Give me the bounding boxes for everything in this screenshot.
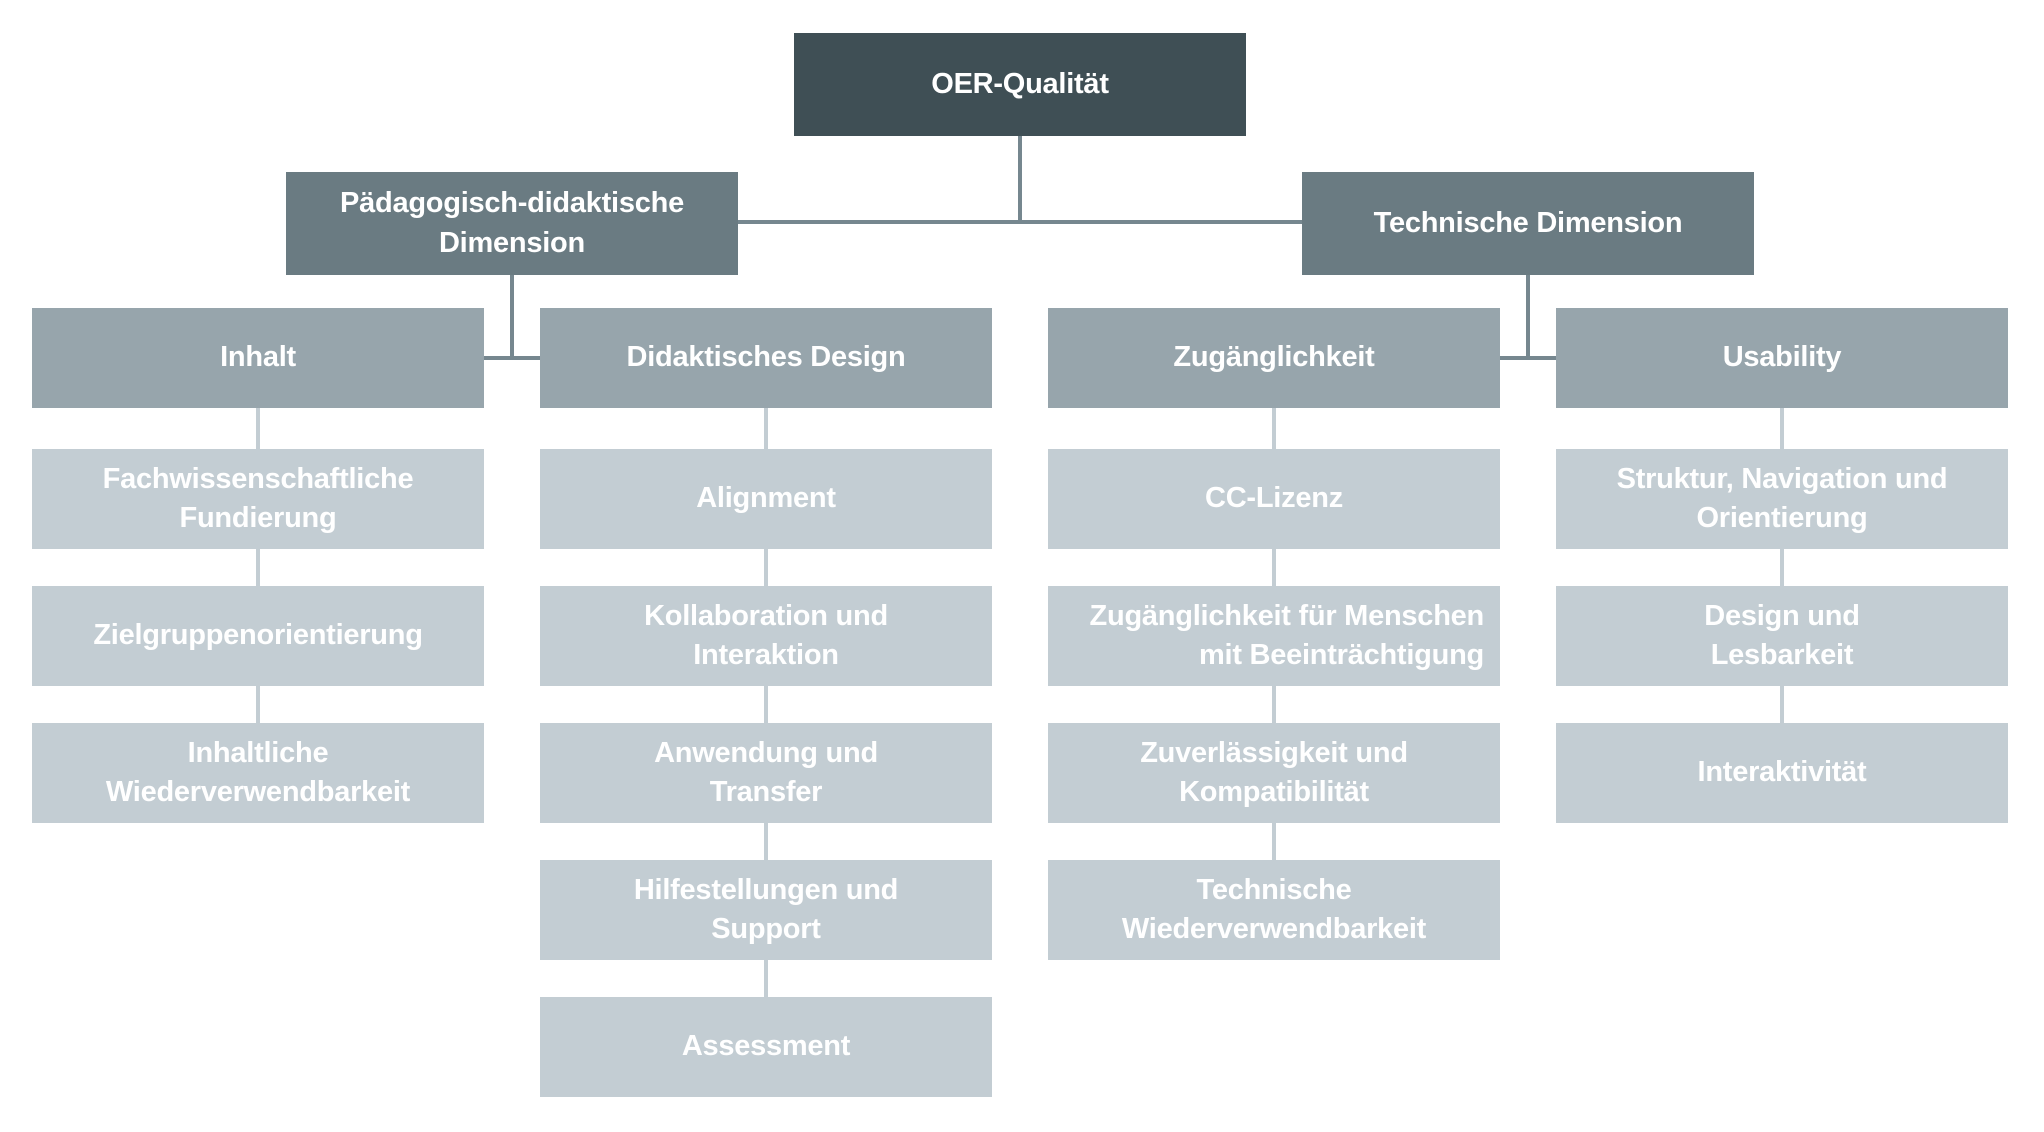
item-anwendung-und-transfer: Anwendung und Transfer <box>540 723 992 823</box>
connector-column-segment <box>764 960 768 997</box>
node-usability: Usability <box>1556 308 2008 408</box>
item-zielgruppenorientierung: Zielgruppenorientierung <box>32 586 484 686</box>
node-oer-qualitaet: OER-Qualität <box>794 33 1246 136</box>
item-struktur-navigation-und-orientierung: Struktur, Navigation und Orientierung <box>1556 449 2008 549</box>
connector-column-segment <box>764 823 768 860</box>
item-technische-wiederverwendbarkeit: Technische Wiederverwendbarkeit <box>1048 860 1500 960</box>
connector-root-vertical <box>1018 136 1022 224</box>
connector-column-segment <box>764 408 768 449</box>
connector-root-horizontal <box>738 220 1302 224</box>
connector-paedagogisch-horizontal <box>484 356 540 360</box>
item-assessment: Assessment <box>540 997 992 1097</box>
connector-column-segment <box>1272 686 1276 723</box>
node-didaktisches-design: Didaktisches Design <box>540 308 992 408</box>
connector-column-segment <box>256 408 260 449</box>
item-zuverlaessigkeit-und-kompatibilitaet: Zuverlässigkeit und Kompatibilität <box>1048 723 1500 823</box>
connector-technische-vertical <box>1526 275 1530 360</box>
connector-column-segment <box>1272 823 1276 860</box>
node-inhalt: Inhalt <box>32 308 484 408</box>
item-cc-lizenz: CC-Lizenz <box>1048 449 1500 549</box>
connector-technische-horizontal <box>1500 356 1556 360</box>
connector-column-segment <box>1272 408 1276 449</box>
connector-column-segment <box>256 549 260 586</box>
item-hilfestellungen-und-support: Hilfestellungen und Support <box>540 860 992 960</box>
item-design-und-lesbarkeit: Design und Lesbarkeit <box>1556 586 2008 686</box>
connector-column-segment <box>1780 549 1784 586</box>
node-technische-dimension: Technische Dimension <box>1302 172 1754 275</box>
item-interaktivitaet: Interaktivität <box>1556 723 2008 823</box>
item-alignment: Alignment <box>540 449 992 549</box>
item-fachwissenschaftliche-fundierung: Fachwissenschaftliche Fundierung <box>32 449 484 549</box>
item-inhaltliche-wiederverwendbarkeit: Inhaltliche Wiederverwendbarkeit <box>32 723 484 823</box>
item-zugaenglichkeit-fuer-menschen-mit-beeintraechtigung: Zugänglichkeit für Menschen mit Beeinträ… <box>1048 586 1500 686</box>
connector-column-segment <box>764 549 768 586</box>
connector-column-segment <box>1272 549 1276 586</box>
connector-column-segment <box>256 686 260 723</box>
node-paedagogisch-didaktische-dimension: Pädagogisch-didaktische Dimension <box>286 172 738 275</box>
connector-column-segment <box>1780 408 1784 449</box>
node-zugaenglichkeit: Zugänglichkeit <box>1048 308 1500 408</box>
item-kollaboration-und-interaktion: Kollaboration und Interaktion <box>540 586 992 686</box>
connector-column-segment <box>764 686 768 723</box>
connector-paedagogisch-vertical <box>510 275 514 360</box>
connector-column-segment <box>1780 686 1784 723</box>
